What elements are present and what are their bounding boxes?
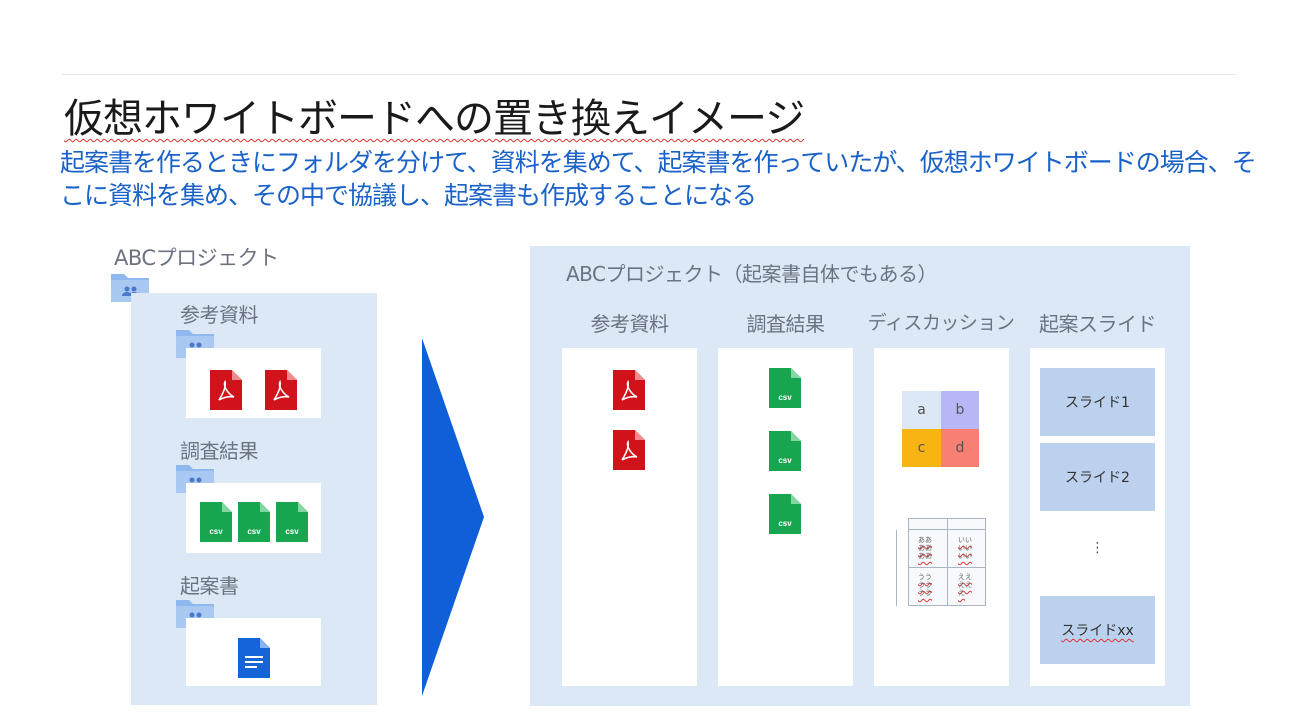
csv-file-icon[interactable]: csv xyxy=(769,431,801,471)
pdf-file-icon[interactable] xyxy=(210,370,242,410)
table-col-line xyxy=(947,518,948,606)
slide-card-1[interactable]: スライド1 xyxy=(1040,368,1155,436)
table-left-border xyxy=(896,530,986,606)
csv-file-label: csv xyxy=(247,527,261,536)
slide-card-xx-label: スライドxx xyxy=(1061,623,1134,639)
slide-subtitle: 起案書を作るときにフォルダを分けて、資料を集めて、起案書を作っていたが、仮想ホワ… xyxy=(60,148,1257,210)
csv-file-label: csv xyxy=(209,527,223,536)
slide-card-xx[interactable]: スライドxx xyxy=(1040,596,1155,664)
folder-label-proposal: 起案書 xyxy=(180,574,239,598)
csv-file-icon[interactable]: csv xyxy=(238,502,270,542)
csv-file-label: csv xyxy=(778,456,792,465)
csv-file-icon[interactable]: csv xyxy=(276,502,308,542)
left-project-label: ABCプロジェクト xyxy=(114,246,279,270)
sticky-note-d[interactable]: d xyxy=(941,429,979,467)
header-rule xyxy=(62,74,1236,75)
table-cell: ええ ええ え xyxy=(958,573,972,597)
doc-file-icon[interactable] xyxy=(238,638,270,678)
csv-file-icon[interactable]: csv xyxy=(200,502,232,542)
column-header-discussion: ディスカッション xyxy=(867,312,1015,334)
column-header-slides: 起案スライド xyxy=(1039,312,1157,336)
folder-contents-references xyxy=(186,348,321,418)
csv-file-label: csv xyxy=(778,393,792,402)
pdf-file-icon[interactable] xyxy=(613,370,645,410)
transition-arrow xyxy=(422,338,484,696)
column-header-research: 調査結果 xyxy=(746,312,826,336)
table-cell: うう うう うう xyxy=(918,573,932,597)
discussion-table[interactable]: ああ ああ ああ いい いい いい うう うう うう ええ ええ え xyxy=(896,518,986,606)
slide-title: 仮想ホワイトボードへの置き換えイメージ xyxy=(64,96,805,142)
table-cell: ああ ああ ああ xyxy=(918,536,932,560)
column-header-references: 参考資料 xyxy=(590,312,670,336)
csv-file-label: csv xyxy=(778,519,792,528)
pdf-file-icon[interactable] xyxy=(613,430,645,470)
sticky-note-c[interactable]: c xyxy=(902,429,941,467)
sticky-note-b[interactable]: b xyxy=(941,391,979,429)
csv-file-icon[interactable]: csv xyxy=(769,368,801,408)
csv-file-label: csv xyxy=(285,527,299,536)
slide-card-2[interactable]: スライド2 xyxy=(1040,443,1155,511)
sticky-note-a[interactable]: a xyxy=(902,391,941,429)
table-cell: いい いい いい xyxy=(958,536,972,560)
folder-label-research: 調査結果 xyxy=(180,439,259,463)
folder-label-references: 参考資料 xyxy=(180,303,259,327)
csv-file-icon[interactable]: csv xyxy=(769,494,801,534)
pdf-file-icon[interactable] xyxy=(265,370,297,410)
whiteboard-project-label: ABCプロジェクト（起案書自体でもある） xyxy=(566,262,938,286)
slides-ellipsis: ⋮ xyxy=(1090,540,1105,556)
